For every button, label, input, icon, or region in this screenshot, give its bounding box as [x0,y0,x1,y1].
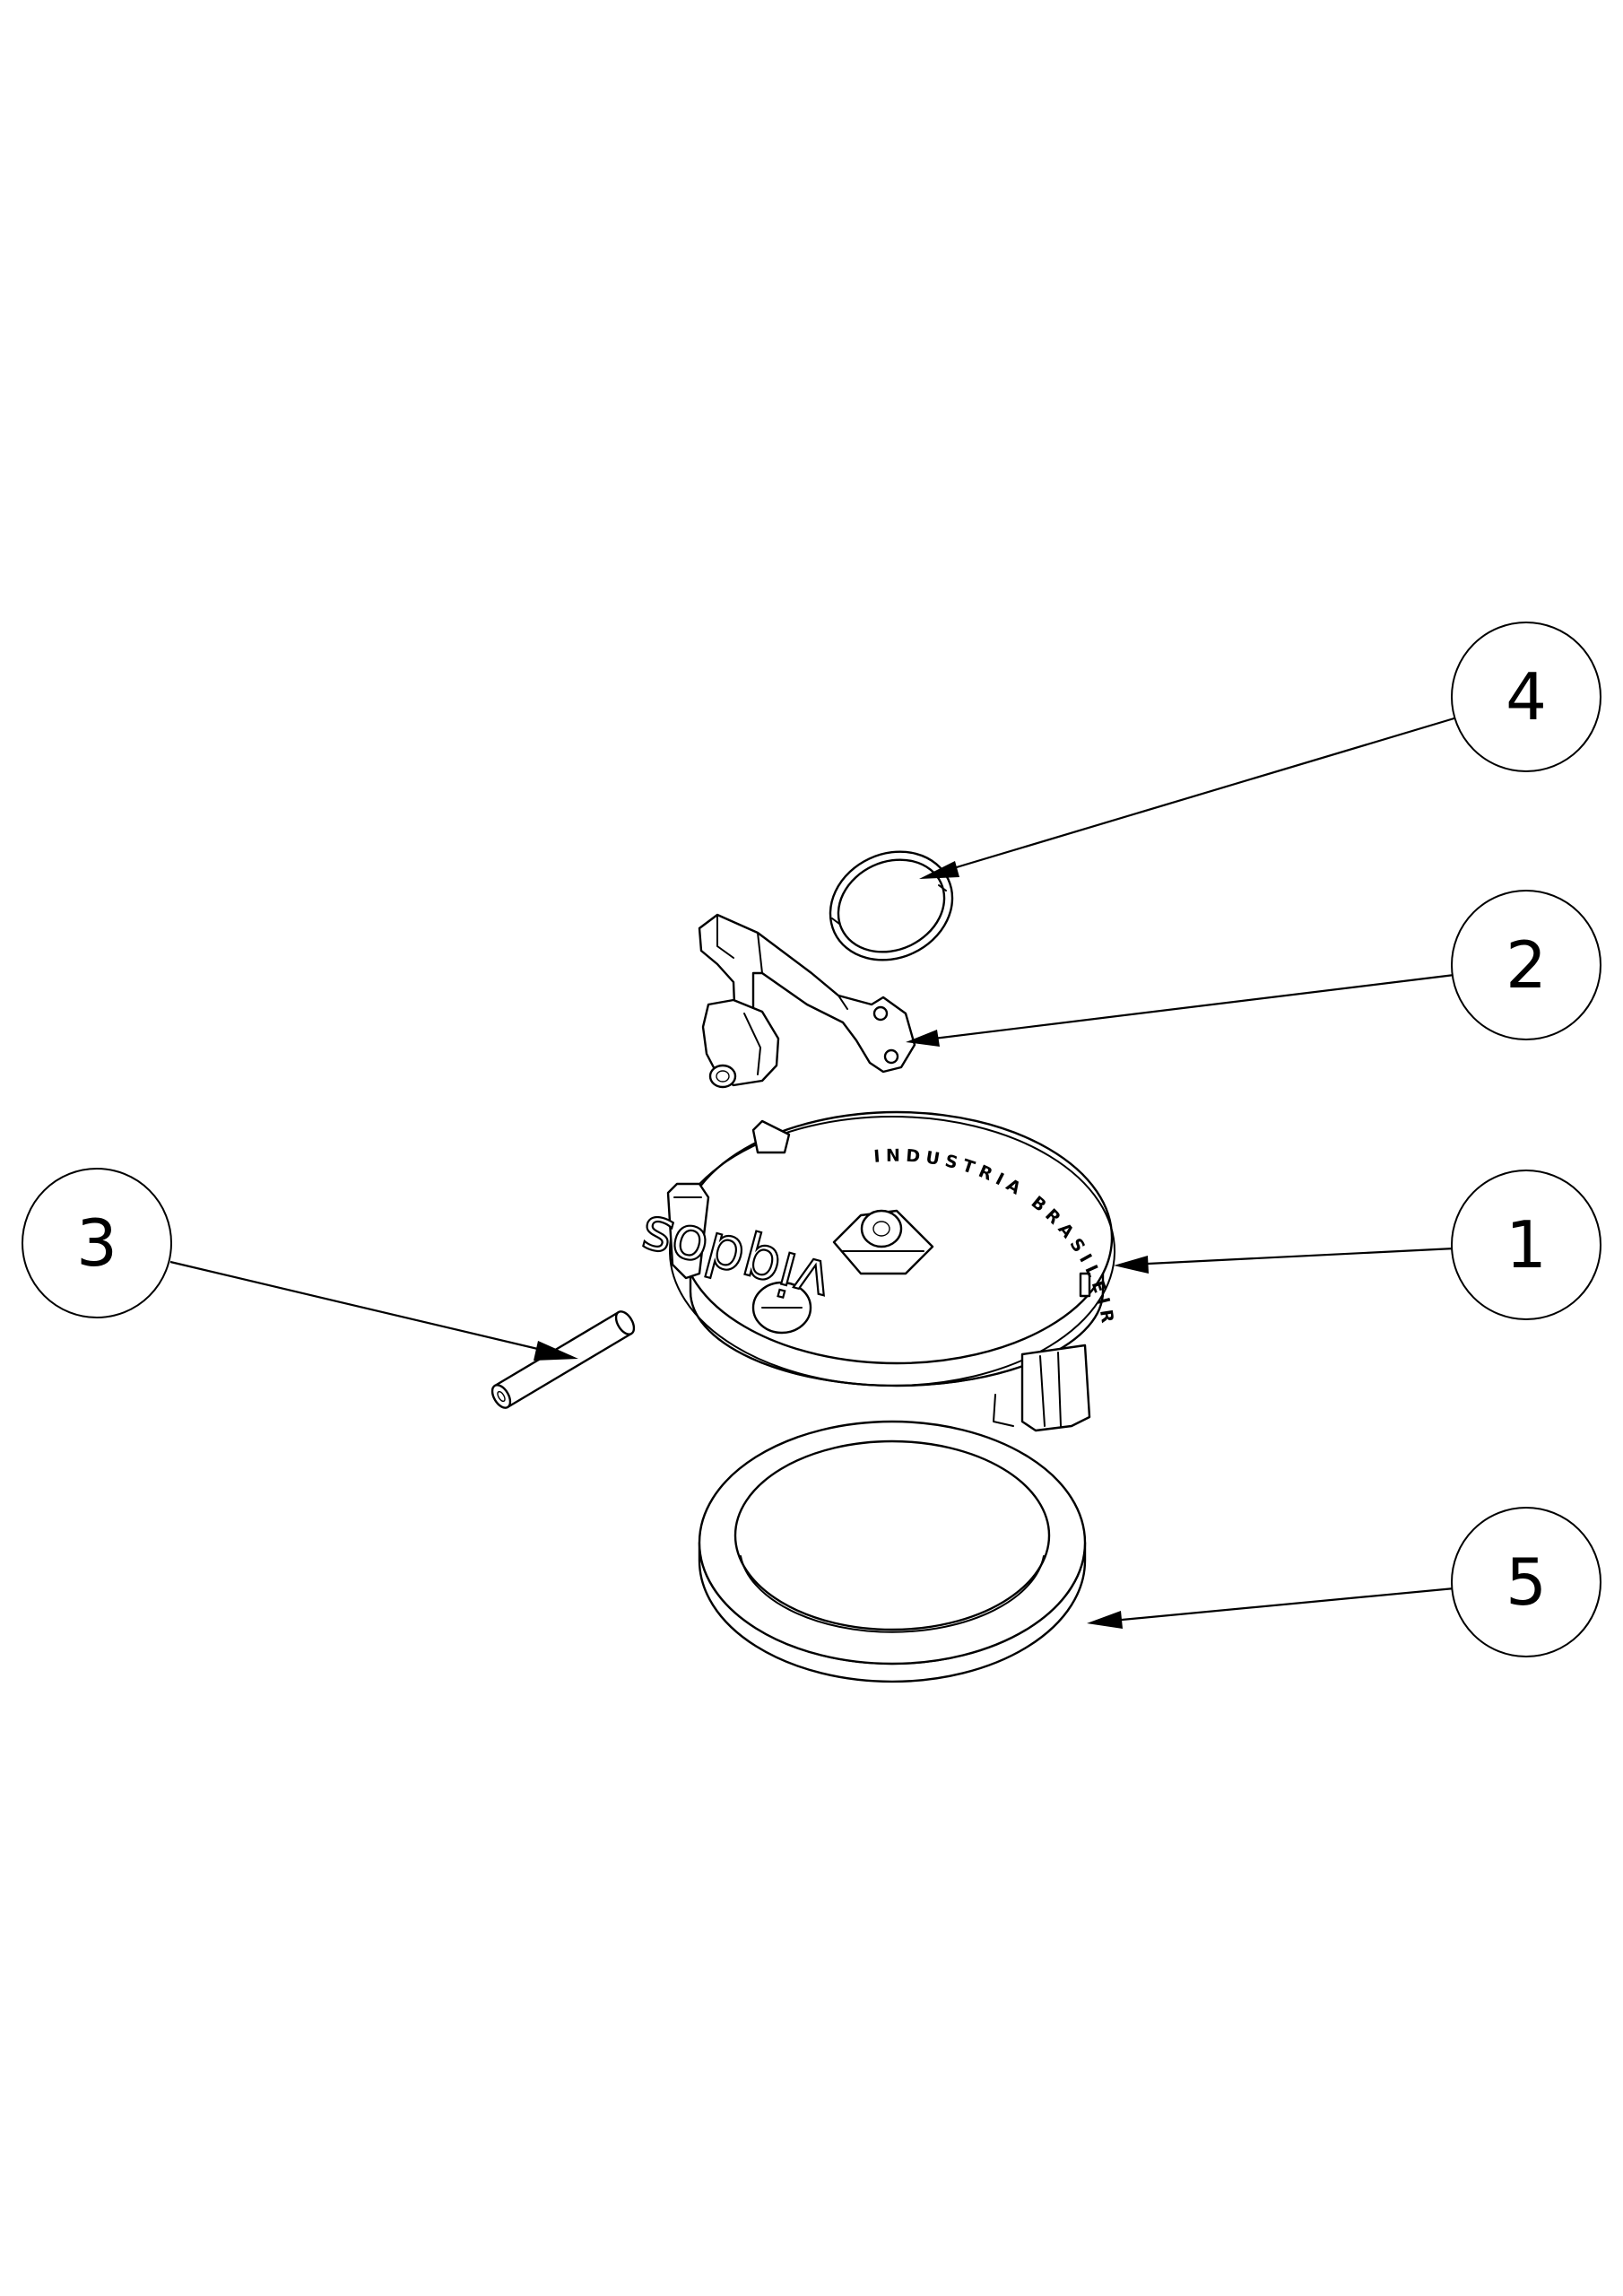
leader-1 [1129,1247,1455,1266]
leader-2 [918,973,1455,1042]
part-1-cap: INDUSTRIA BRASILEIRA viqdos [0,0,1115,1432]
balloon-4-label: 4 [1506,659,1547,735]
part-4-spring-ring [829,850,954,961]
balloon-3-label: 3 [76,1205,117,1281]
leader-5 [1102,1587,1455,1623]
part-2-lever-arm [698,913,916,1089]
balloon-2: 2 [1451,890,1601,1040]
balloon-3: 3 [22,1168,172,1318]
part-3-pin [490,1310,636,1409]
balloon-5: 5 [1451,1507,1601,1657]
balloon-1-label: 1 [1506,1207,1547,1283]
leader-3 [169,1260,561,1356]
leader-lines [169,716,1458,1629]
balloon-4: 4 [1451,622,1601,772]
leader-4 [932,716,1458,876]
part-5-gasket [698,1420,1087,1683]
balloon-5-label: 5 [1506,1544,1547,1620]
balloon-1: 1 [1451,1170,1601,1320]
balloon-2-label: 2 [1506,927,1547,1003]
